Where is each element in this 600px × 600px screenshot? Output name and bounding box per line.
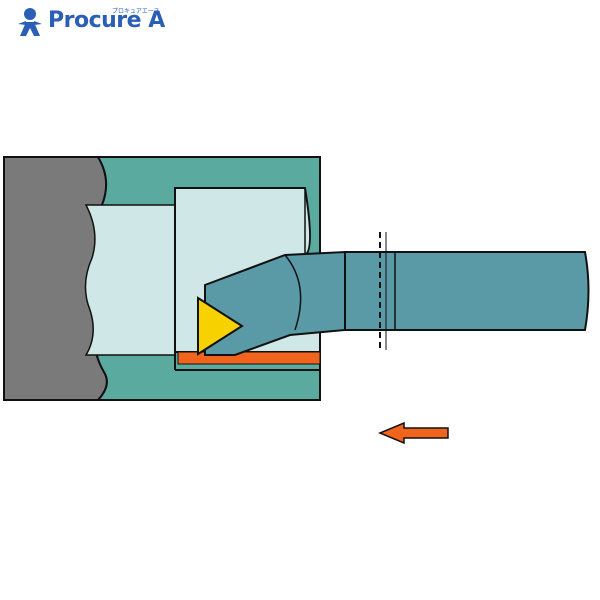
tool-head bbox=[204, 250, 346, 356]
tool-shank bbox=[344, 251, 590, 331]
logo-kana: プロキュアエース bbox=[112, 8, 160, 15]
insert bbox=[197, 296, 244, 356]
logo-text: Procure A bbox=[48, 8, 165, 33]
bore-surface bbox=[84, 204, 176, 356]
tool-head-inner bbox=[284, 254, 302, 331]
logo: プロキュアエース Procure A bbox=[14, 6, 214, 40]
mascot-icon bbox=[18, 8, 42, 36]
arrow-left-icon bbox=[378, 421, 449, 445]
